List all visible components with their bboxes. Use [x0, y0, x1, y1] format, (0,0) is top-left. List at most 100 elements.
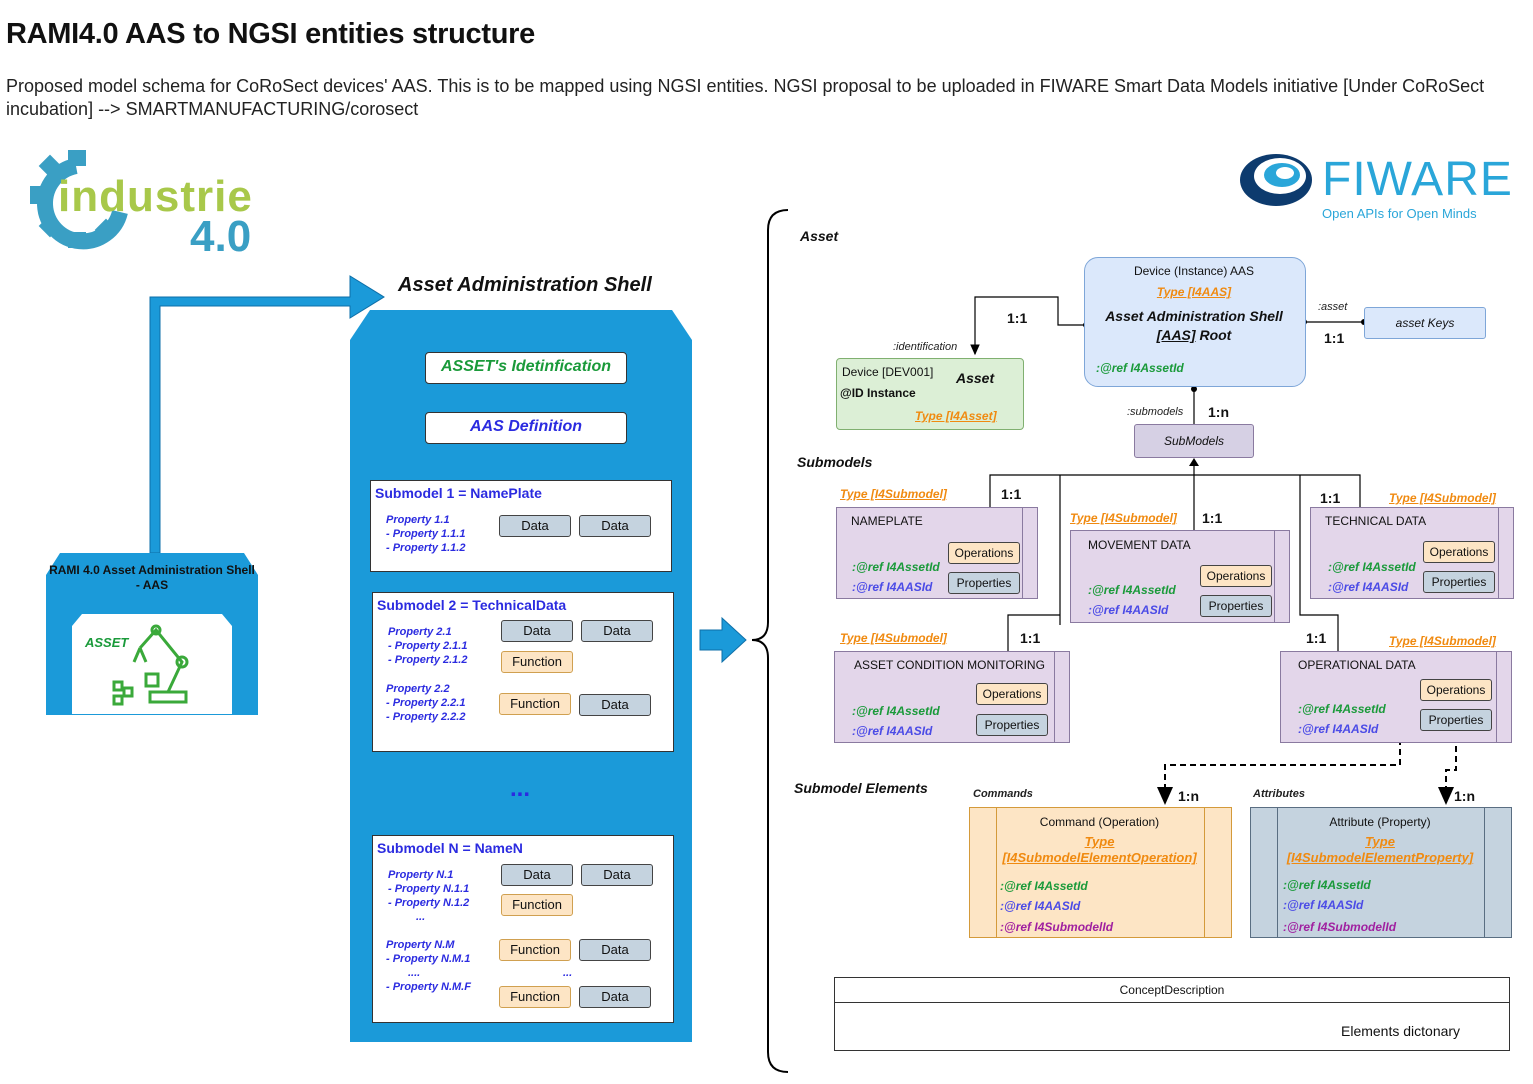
submodel-type: Type [I4Submodel] — [1389, 634, 1496, 648]
command-header: Command (Operation) — [1039, 815, 1160, 829]
industrie-logo-version: 4.0 — [190, 212, 252, 261]
submodel-type: Type [I4Submodel] — [1389, 491, 1496, 505]
submodel-type: Type [I4Submodel] — [1070, 511, 1177, 525]
asset-node[interactable] — [836, 358, 1024, 430]
robot-arm-icon — [106, 622, 196, 708]
submodel-2-title: Submodel 2 = TechnicalData — [377, 597, 567, 613]
submodel-2-props-group2: Property 2.2 - Property 2.2.1 - Property… — [386, 682, 465, 724]
page-title: RAMI4.0 AAS to NGSI entities structure — [6, 18, 535, 50]
attribute-type: Type — [1365, 834, 1395, 849]
data-chip[interactable]: Data — [581, 864, 653, 886]
data-chip[interactable]: Data — [579, 515, 651, 537]
properties-node[interactable]: Properties — [976, 714, 1048, 736]
relation-label: 1:1 — [1202, 510, 1223, 526]
submodel-2-props-group1: Property 2.1 - Property 2.1.1 - Property… — [388, 625, 467, 667]
brace — [751, 209, 789, 1073]
aas-root-node[interactable] — [1084, 257, 1306, 387]
gear-icon — [24, 148, 144, 252]
prop-line: - Property 2.1.2 — [388, 654, 468, 666]
submodel-type: Type [I4Submodel] — [840, 487, 947, 501]
prop-line: Property N.M — [386, 939, 455, 951]
prop-line: - Property 2.2.1 — [386, 697, 466, 709]
operations-node[interactable]: Operations — [1200, 565, 1272, 587]
fiware-tagline: Open APIs for Open Minds — [1322, 206, 1477, 221]
technical-title: TECHNICAL DATA — [1325, 514, 1427, 528]
properties-node[interactable]: Properties — [1200, 595, 1272, 617]
data-chip[interactable]: Data — [499, 515, 571, 537]
operations-node[interactable]: Operations — [976, 683, 1048, 705]
relation-label: 1:1 — [1306, 630, 1327, 646]
relation-label: 1:n — [1178, 788, 1199, 804]
prop-line: - Property 2.2.2 — [386, 711, 466, 723]
submodel-n-props-group1: Property N.1 - Property N.1.1 - Property… — [388, 868, 469, 924]
asset-identification-box: ASSET's Idetinfication — [425, 352, 627, 384]
operations-node[interactable]: Operations — [948, 542, 1020, 564]
nameplate-title: NAMEPLATE — [851, 514, 923, 528]
prop-line: - Property N.M.F — [386, 981, 471, 993]
data-chip[interactable]: Data — [579, 939, 651, 961]
commands-label: Commands — [973, 788, 1033, 800]
prop-line: - Property N.M.1 — [386, 953, 471, 965]
relation-label: 1:n — [1454, 788, 1475, 804]
concept-body: Elements dictonary — [1341, 1023, 1461, 1039]
prop-line: Property 2.1 — [388, 626, 452, 638]
movement-title: MOVEMENT DATA — [1088, 538, 1191, 552]
operations-node[interactable]: Operations — [1423, 541, 1495, 563]
aas-heading: Asset Administration Shell — [398, 274, 652, 296]
ref-submodel: :@ref I4SubmodelId — [1283, 920, 1397, 934]
asset-type: Type [I4Asset] — [915, 409, 997, 423]
function-chip[interactable]: Function — [501, 651, 573, 673]
ref-aas: :@ref I4AASId — [1000, 899, 1081, 913]
function-chip[interactable]: Function — [499, 986, 571, 1008]
concept-description-node[interactable] — [834, 977, 1510, 1051]
to-ngsi-arrow — [699, 616, 747, 664]
asset-edge-label: :asset — [1318, 301, 1348, 313]
command-type-name: [I4SubmodelElementOperation] — [1002, 850, 1197, 865]
rami-to-aas-arrow — [149, 275, 385, 554]
section-submodel-elements: Submodel Elements — [794, 780, 928, 796]
prop-line: Property 1.1 — [386, 514, 450, 526]
data-chip[interactable]: Data — [579, 694, 651, 716]
section-submodels: Submodels — [797, 454, 873, 470]
ref-asset: :@ref I4AssetId — [1088, 583, 1176, 597]
prop-line: - Property 1.1.2 — [386, 542, 466, 554]
command-operation-node[interactable] — [969, 807, 1232, 938]
ref-submodel: :@ref I4SubmodelId — [1000, 920, 1114, 934]
aas-ellipsis: ... — [510, 775, 531, 802]
data-chip[interactable]: Data — [581, 620, 653, 642]
root-root-tag: Root — [1195, 327, 1232, 343]
properties-node[interactable]: Properties — [1420, 709, 1492, 731]
ref-asset: :@ref I4AssetId — [852, 704, 940, 718]
properties-node[interactable]: Properties — [1423, 571, 1495, 593]
data-chip[interactable]: Data — [579, 986, 651, 1008]
attribute-header: Attribute (Property) — [1329, 815, 1431, 829]
ref-asset: :@ref I4AssetId — [1298, 702, 1386, 716]
fiware-swirl-icon — [1236, 148, 1316, 208]
ref-asset: :@ref I4AssetId — [1328, 560, 1416, 574]
data-chip[interactable]: Data — [501, 620, 573, 642]
ref-aas: :@ref I4AASId — [1298, 722, 1379, 736]
attribute-property-node[interactable] — [1250, 807, 1512, 938]
properties-node[interactable]: Properties — [948, 572, 1020, 594]
rami-title: RAMI 4.0 Asset Administration Shell - AA… — [49, 563, 255, 592]
asset-keys-node[interactable]: asset Keys — [1364, 307, 1486, 339]
submodels-node[interactable]: SubModels — [1134, 424, 1254, 458]
asset-name: Asset — [956, 370, 995, 386]
relation-label: 1:1 — [1020, 630, 1041, 646]
command-type: Type — [1084, 834, 1115, 849]
fiware-logo-text: FIWARE — [1322, 153, 1513, 206]
data-chip[interactable]: Data — [501, 864, 573, 886]
prop-line: - Property N.1.2 — [388, 897, 470, 909]
root-header: Device (Instance) AAS — [1133, 264, 1255, 278]
attributes-label: Attributes — [1253, 788, 1305, 800]
function-chip[interactable]: Function — [499, 939, 571, 961]
submodel-n-dots: ... — [563, 967, 573, 979]
operations-node[interactable]: Operations — [1420, 679, 1492, 701]
relation-label: 1:1 — [1320, 490, 1341, 506]
function-chip[interactable]: Function — [501, 894, 573, 916]
submodel-1-title: Submodel 1 = NamePlate — [375, 485, 542, 501]
ref-asset: :@ref I4AssetId — [852, 560, 940, 574]
ref-aas: :@ref I4AASId — [852, 580, 933, 594]
relation-label: 1:n — [1208, 404, 1229, 420]
function-chip[interactable]: Function — [499, 693, 571, 715]
